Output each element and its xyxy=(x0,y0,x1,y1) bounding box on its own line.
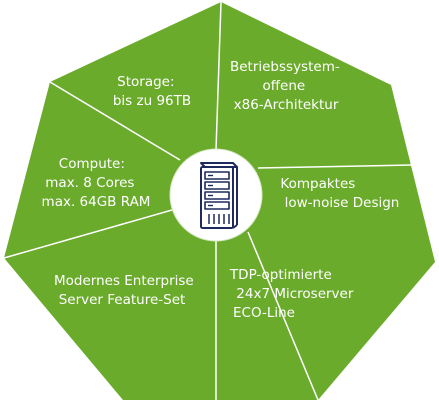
divider-upper-left xyxy=(49,81,181,161)
segment-label-compute: Compute: max. 8 Cores max. 64GB RAM xyxy=(42,156,151,210)
segment-label-line: max. 8 Cores xyxy=(45,175,134,191)
segment-label-design: Kompaktes low-noise Design xyxy=(280,176,399,211)
segment-label-line: ECO-Line xyxy=(233,305,295,321)
segment-label-line: offene xyxy=(262,78,305,94)
divider-top xyxy=(215,1,222,151)
segment-label-line: Compute: xyxy=(59,156,125,172)
segment-label-tdp: TDP-optimierte 24x7 Microserver ECO-Line xyxy=(229,267,358,321)
server-tower-icon xyxy=(200,162,238,229)
segment-label-line: bis zu 96TB xyxy=(113,93,191,109)
segment-label-line: Kompaktes xyxy=(280,176,355,192)
segment-label-storage: Storage: bis zu 96TB xyxy=(113,74,191,109)
segment-label-line: TDP-optimierte xyxy=(229,267,332,283)
segment-label-line: 24x7 Microserver xyxy=(236,286,354,302)
segment-label-line: Betriebssystem- xyxy=(230,59,340,75)
segment-label-line: Storage: xyxy=(117,74,174,90)
segment-dividers xyxy=(3,1,412,401)
segment-label-line: max. 64GB RAM xyxy=(42,194,151,210)
segment-label-line: Server Feature-Set xyxy=(59,292,186,308)
segment-label-line: Modernes Enterprise xyxy=(54,273,194,289)
segment-label-line: low-noise Design xyxy=(285,195,400,211)
segment-label-os: Betriebssystem- offene x86-Architektur xyxy=(230,59,344,113)
divider-lower-left xyxy=(3,209,173,259)
divider-lower-right xyxy=(247,231,319,401)
segment-label-enterprise: Modernes Enterprise Server Feature-Set xyxy=(54,273,198,308)
segment-label-line: x86-Architektur xyxy=(234,97,339,113)
divider-upper-right xyxy=(257,164,412,169)
